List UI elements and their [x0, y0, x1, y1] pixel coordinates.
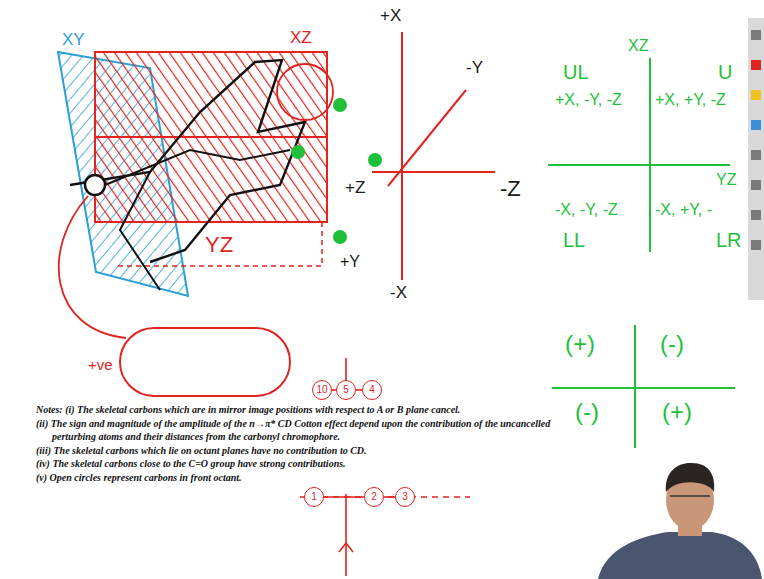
x-axis: [401, 32, 403, 280]
carbon-circle: 1: [304, 487, 324, 507]
note-text: (iv) The skeletal carbons close to the C…: [36, 457, 556, 471]
note-text: (ii) The sign and magnitude of the ampli…: [36, 417, 556, 444]
octant-signs: -X, -Y, -Z: [555, 200, 618, 219]
carbon-circle: 4: [362, 380, 382, 400]
toolbar: [748, 18, 764, 300]
plane-label: XZ: [628, 36, 648, 55]
sign-cell: (-): [660, 330, 684, 359]
callout-number: 10: [316, 385, 327, 395]
note-text: (iii) The skeletal carbons which lie on …: [36, 444, 556, 458]
sign-cell: (-): [575, 398, 599, 427]
ring-bond: [105, 150, 290, 185]
z-axis: [372, 171, 495, 173]
tool-icon: [751, 90, 761, 100]
octant-plane-line: [300, 496, 470, 497]
xz-plane: [95, 52, 327, 222]
callout-number: 1: [311, 492, 317, 502]
tool-icon: [751, 60, 761, 70]
carbon-circle: 5: [336, 380, 356, 400]
octant-signs: -X, +Y, -: [655, 200, 712, 219]
green-dot: [291, 145, 305, 159]
tool-icon: [751, 150, 761, 160]
presenter-hair: [666, 463, 714, 492]
callout-number: 3: [402, 492, 408, 502]
projection-oval: [120, 328, 290, 396]
quadrant-name: LL: [563, 228, 585, 252]
axis-label: +Z: [345, 178, 365, 198]
sign-cell: (+): [565, 330, 595, 359]
arrow-head: [339, 543, 353, 552]
sign-table-line: [634, 325, 636, 448]
callout-number: 4: [369, 385, 375, 395]
projection-axis: [345, 494, 347, 576]
plane-label: XZ: [290, 28, 312, 48]
axis-label: -Z: [500, 176, 521, 202]
tool-icon: [751, 210, 761, 220]
yz-plane-edge: [118, 222, 322, 266]
quadrant-line: [649, 58, 651, 252]
notes-block: Notes: (i) The skeletal carbons which ar…: [36, 403, 556, 484]
quadrant-name: U: [718, 60, 732, 84]
axis-label: +X: [380, 6, 401, 26]
green-dot: [368, 153, 382, 167]
bond-line: [324, 496, 364, 498]
tool-icon: [751, 180, 761, 190]
highlight-circle: [277, 64, 333, 120]
green-dot: [333, 230, 347, 244]
plane-label: YZ: [205, 232, 233, 258]
octant-signs: +X, -Y, -Z: [555, 90, 622, 109]
tool-icon: [751, 240, 761, 250]
axis-label: +Y: [340, 252, 360, 271]
presenter-shirt: [598, 532, 762, 579]
plane-label: XY: [62, 30, 85, 50]
note-text: Notes: (i) The skeletal carbons which ar…: [36, 403, 556, 417]
axis-label: -Y: [466, 58, 483, 78]
carbonyl-oxygen: [85, 175, 105, 195]
carbon-circle: 3: [395, 487, 415, 507]
tool-icon: [751, 30, 761, 40]
note-text: (v) Open circles represent carbons in fr…: [36, 471, 556, 485]
plane-edge: [95, 136, 327, 138]
projection-axis: [345, 358, 347, 380]
curved-arrow: [59, 196, 126, 338]
quadrant-name: LR: [716, 228, 742, 252]
bond-line: [384, 496, 395, 498]
quadrant-name: UL: [563, 60, 589, 84]
sign-label: +ve: [88, 356, 113, 374]
callout-number: 5: [343, 385, 349, 395]
y-axis: [388, 90, 466, 186]
ring-bond: [120, 172, 160, 290]
callout-number: 2: [371, 492, 377, 502]
carbon-circle: 2: [364, 487, 384, 507]
tool-icon: [751, 120, 761, 130]
sign-cell: (+): [662, 398, 692, 427]
plane-label: YZ: [716, 170, 736, 189]
carbon-circle: 10: [312, 380, 332, 400]
axis-label: -X: [390, 283, 407, 303]
ring-skeleton: [70, 60, 305, 262]
sign-table-line: [552, 387, 735, 389]
presenter-neck: [678, 526, 702, 536]
green-dot: [333, 98, 347, 112]
presenter-glasses: [670, 495, 710, 497]
octant-signs: +X, +Y, -Z: [655, 90, 726, 109]
quadrant-line: [548, 164, 730, 166]
